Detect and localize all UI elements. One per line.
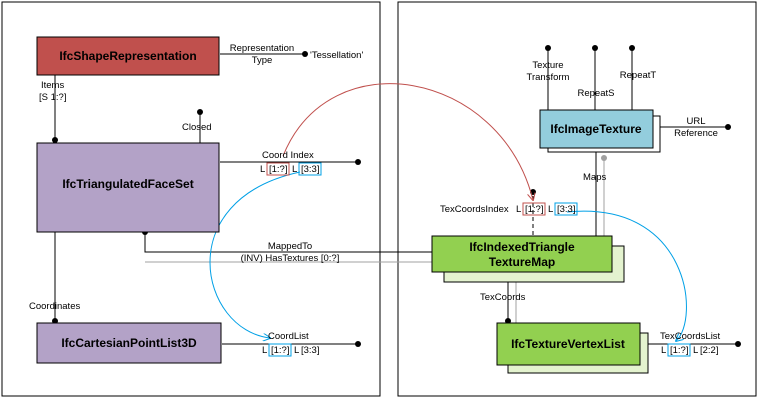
tex-idx-bound-b-box — [554, 202, 578, 216]
coord-index-label: Coord Index — [262, 150, 314, 161]
items-endpoint — [52, 137, 58, 143]
entity-image-texture-label: IfcImageTexture — [550, 122, 641, 136]
mapped-to-line — [144, 232, 432, 253]
rep-type-endpoint — [302, 51, 308, 57]
tex-coords-index-label: TexCoordsIndex — [440, 204, 509, 215]
url-label-1: URL — [686, 116, 705, 127]
coord-list-bound-b: [3:3] — [301, 345, 320, 356]
entity-indexed-triangle-texture-map-label-2: TextureMap — [489, 255, 555, 269]
coord-list-bound-a-box — [268, 343, 292, 357]
repeat-t-endpoint — [629, 45, 635, 51]
coord-index-bound-a-box — [266, 162, 290, 176]
entity-triangulated-face-set-label: IfcTriangulatedFaceSet — [62, 177, 193, 191]
repeat-s-label: RepeatS — [578, 88, 615, 99]
coord-list-label: CoordList — [268, 331, 309, 342]
url-endpoint — [725, 124, 731, 130]
coord-index-bound-b-box — [298, 162, 322, 176]
entity-texture-vertex-list[interactable] — [496, 322, 641, 366]
tex-idx-l2: L — [548, 204, 553, 215]
has-textures-label: (INV) HasTextures [0:?] — [241, 253, 340, 264]
url-label-2: Reference — [674, 128, 718, 139]
tex-list-bound-b: [2:2] — [700, 345, 719, 356]
coord-index-to-tex-idx-arrow — [282, 83, 533, 200]
texture-transform-endpoint — [545, 45, 551, 51]
coord-list-l2: L — [294, 345, 299, 356]
tex-idx-l1: L — [516, 204, 521, 215]
entity-indexed-triangle-texture-map[interactable] — [431, 235, 613, 273]
texture-transform-label-1: Texture — [532, 60, 563, 71]
coord-index-endpoint — [355, 159, 361, 165]
entity-texture-vertex-list-label: IfcTextureVertexList — [511, 337, 625, 351]
tex-idx-to-tex-list-arrow — [566, 210, 687, 341]
tex-idx-bound-a-box — [522, 202, 546, 216]
entity-shape-representation-label: IfcShapeRepresentation — [59, 49, 196, 63]
coord-list-l1: L — [262, 345, 267, 356]
coordinates-label: Coordinates — [29, 301, 80, 312]
rep-type-label-2: Type — [252, 55, 273, 66]
coord-index-to-coord-list-arrow — [209, 171, 301, 338]
rep-type-value: 'Tessellation' — [310, 50, 363, 61]
texture-transform-label-2: Transform — [527, 72, 570, 83]
rep-type-label-1: Representation — [230, 43, 294, 54]
entity-cartesian-point-list-label: IfcCartesianPointList3D — [61, 336, 197, 350]
coord-list-bound-a: [1:?] — [271, 345, 290, 356]
entity-shape-representation[interactable] — [36, 36, 220, 76]
items-label-1: Items — [41, 80, 64, 91]
maps-label: Maps — [583, 172, 606, 183]
coord-index-bound-b: [3:3] — [301, 164, 320, 175]
mapped-to-label: MappedTo — [268, 241, 312, 252]
tex-list-l1: L — [661, 345, 666, 356]
entity-indexed-triangle-texture-map-label-1: IfcIndexedTriangle — [469, 240, 575, 254]
closed-endpoint — [197, 109, 203, 115]
coord-index-l2: L — [292, 164, 297, 175]
entity-image-texture[interactable] — [539, 109, 654, 149]
repeat-s-endpoint — [592, 45, 598, 51]
tex-idx-bound-b: [3:3] — [557, 204, 576, 215]
coord-list-endpoint — [355, 341, 361, 347]
entity-cartesian-point-list[interactable] — [36, 322, 222, 364]
maps-inverse-endpoint — [601, 155, 607, 161]
tex-coords-label: TexCoords — [480, 292, 526, 303]
coord-index-bound-a: [1:?] — [269, 164, 288, 175]
tex-coords-list-endpoint — [735, 341, 741, 347]
items-label-2: [S 1:?] — [39, 92, 66, 103]
tex-list-l2: L — [693, 345, 698, 356]
repeat-t-label: RepeatT — [620, 70, 657, 81]
tex-list-bound-a-box — [667, 343, 691, 357]
tex-idx-bound-a: [1:?] — [525, 204, 544, 215]
tex-coords-list-label: TexCoordsList — [660, 331, 721, 342]
closed-label: Closed — [182, 122, 212, 133]
coord-index-l1: L — [260, 164, 265, 175]
tex-list-bound-a: [1:?] — [670, 345, 689, 356]
entity-triangulated-face-set[interactable] — [36, 142, 220, 233]
